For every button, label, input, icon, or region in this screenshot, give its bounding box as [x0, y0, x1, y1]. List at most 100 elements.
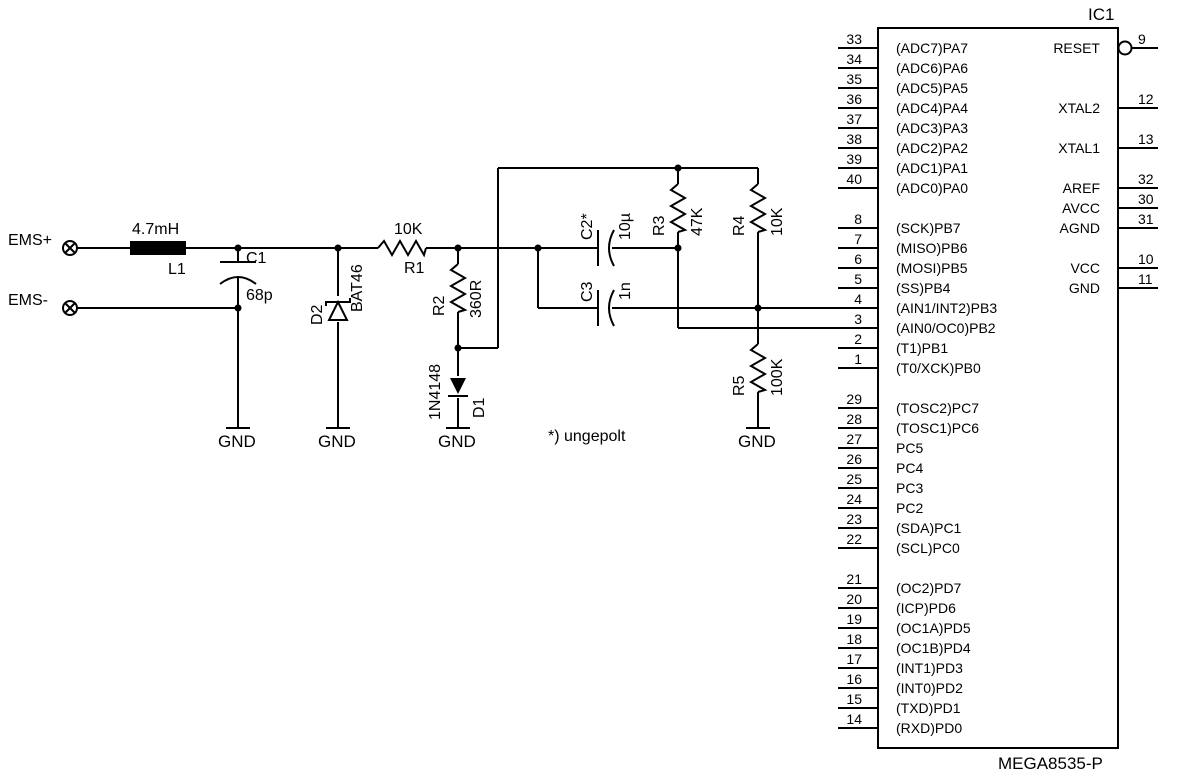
pin-label: (TXD)PD1: [896, 700, 961, 716]
pin-number: 26: [846, 451, 862, 467]
gnd-label: GND: [318, 432, 356, 451]
pin-number: 10: [1138, 251, 1154, 267]
ic-pin-23: 23(SDA)PC1: [838, 511, 962, 536]
c1-value: 68p: [246, 287, 273, 304]
pin-number: 39: [846, 151, 862, 167]
pin-label: (RXD)PD0: [896, 720, 962, 736]
inductor-l1: 4.7mH L1: [130, 221, 186, 278]
pin-label: (ADC0)PA0: [896, 180, 968, 196]
reset-inversion-bubble: [1117, 40, 1133, 56]
pin-number: 40: [846, 171, 862, 187]
pin-label: (T0/XCK)PB0: [896, 360, 981, 376]
pin-number: 15: [846, 691, 862, 707]
ems-plus-label: EMS+: [8, 232, 52, 249]
pin-number: 8: [854, 211, 862, 227]
ems-minus-label: EMS-: [8, 292, 48, 309]
pin-number: 9: [1138, 31, 1146, 47]
gnd-c1: GND: [218, 427, 256, 451]
d2-value: BAT46: [349, 264, 366, 312]
pin-number: 17: [846, 651, 862, 667]
ems-minus-terminal: EMS-: [8, 292, 78, 316]
ic-pin-36: 36 (ADC4)PA4: [838, 91, 968, 116]
l1-value: 4.7mH: [132, 221, 179, 238]
ic-pin-39: 39 (ADC1)PA1: [838, 151, 968, 176]
pin-number: 2: [854, 331, 862, 347]
pin-number: 19: [846, 611, 862, 627]
resistor-r1: 10K R1: [377, 221, 427, 277]
resistor-r3: R3 47K: [651, 183, 706, 236]
d2-name: D2: [309, 304, 326, 325]
pin-number: 18: [846, 631, 862, 647]
pin-label: (AIN1/INT2)PB3: [896, 300, 997, 316]
pin-label: (SCK)PB7: [896, 220, 961, 236]
d1-value: 1N4148: [427, 364, 444, 420]
resistor-r4: R4 10K: [731, 183, 786, 236]
pin-number: 31: [1138, 211, 1154, 227]
pin-label: (SCL)PC0: [896, 540, 960, 556]
ic-pin-3: 3(AIN0/OC0)PB2: [838, 311, 996, 336]
r3-name: R3: [651, 215, 668, 236]
ic-pin-29: 29(TOSC2)PC7: [838, 391, 979, 416]
pin-label: (OC2)PD7: [896, 580, 962, 596]
pin-label: (ADC7)PA7: [896, 40, 968, 56]
pin-label: PC2: [896, 500, 923, 516]
pin-number: 30: [1138, 191, 1154, 207]
pin-number: 28: [846, 411, 862, 427]
pin-number: 29: [846, 391, 862, 407]
pin-label: (ADC1)PA1: [896, 160, 968, 176]
r1-value: 10K: [394, 221, 423, 238]
pin-label: AREF: [1063, 180, 1100, 196]
pin-number: 34: [846, 51, 862, 67]
ic-pin-16: 16(INT0)PD2: [838, 671, 963, 696]
pin-label: XTAL1: [1058, 140, 1100, 156]
pin-label: (ADC4)PA4: [896, 100, 968, 116]
pin-number: 14: [846, 711, 862, 727]
pin-number: 12: [1138, 91, 1154, 107]
ic-pin-5: 5 (SS)PB4: [838, 271, 951, 296]
pin-number: 7: [854, 231, 862, 247]
ic-pin-40: 40 (ADC0)PA0: [838, 171, 968, 196]
ic-pin-1: 1 (T0/XCK)PB0: [838, 351, 981, 376]
pin-number: 23: [846, 511, 862, 527]
c1-name: C1: [246, 250, 267, 267]
pin-number: 36: [846, 91, 862, 107]
c2-name: C2*: [579, 213, 596, 240]
ic-pin-18: 18(OC1B)PD4: [838, 631, 971, 656]
pin-label: PC5: [896, 440, 923, 456]
pin-number: 37: [846, 111, 862, 127]
gnd-d2: GND: [318, 427, 356, 451]
pin-number: 3: [854, 311, 862, 327]
ic-pin-37: 37(ADC3)PA3: [838, 111, 968, 136]
pin-label: AGND: [1060, 220, 1100, 236]
ic-pin-14: 14 (RXD)PD0: [838, 711, 962, 736]
r2-name: R2: [431, 295, 448, 316]
c2-value: 10µ: [617, 213, 634, 240]
ic-pin-38: 38(ADC2)PA2: [838, 131, 968, 156]
resistor-r2: R2 360R: [431, 263, 485, 318]
pin-label: (ADC6)PA6: [896, 60, 968, 76]
pin-label: (MOSI)PB5: [896, 260, 968, 276]
pin-number: 24: [846, 491, 862, 507]
pin-label: PC3: [896, 480, 923, 496]
r5-value: 100K: [769, 358, 786, 396]
ic1-chip: IC1 MEGA8535-P 33(ADC7)PA734(ADC6)PA635(…: [838, 5, 1158, 773]
ic1-right-pins: 9RESET12XTAL213XTAL132AREF30AVCC31AGND10…: [1053, 31, 1158, 296]
gnd-label: GND: [438, 432, 476, 451]
pin-number: 5: [854, 271, 862, 287]
capacitor-c2: C2* 10µ: [579, 213, 634, 267]
pin-number: 35: [846, 71, 862, 87]
pin-number: 38: [846, 131, 862, 147]
capacitor-c3: C3 1n: [579, 281, 634, 327]
ic-pin-33: 33(ADC7)PA7: [838, 31, 968, 56]
ic-pin-35: 35(ADC5)PA5: [838, 71, 968, 96]
pin-label: (SS)PB4: [896, 280, 951, 296]
pin-label: (TOSC1)PC6: [896, 420, 979, 436]
pin-number: 1: [854, 351, 862, 367]
r2-value: 360R: [468, 280, 485, 318]
ic-pin-8: 8 (SCK)PB7: [838, 211, 961, 236]
ic1-name: IC1: [1088, 5, 1114, 24]
